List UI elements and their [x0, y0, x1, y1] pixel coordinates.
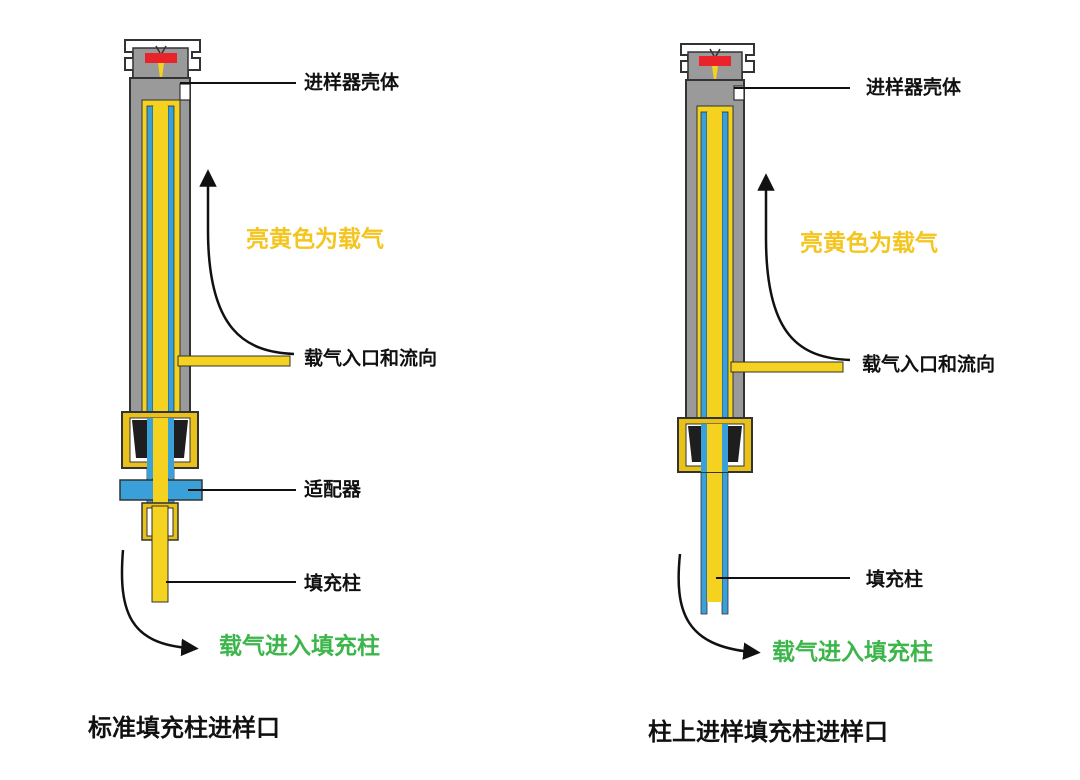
- right-column-nut: [677, 417, 753, 473]
- left-gas-into-column-label: 载气进入填充柱: [219, 633, 380, 660]
- left-caption: 标准填充柱进样口: [88, 714, 280, 742]
- right-caption: 柱上进样填充柱进样口: [648, 718, 888, 746]
- left-flow-into-column-arrow: [120, 549, 199, 657]
- right-flow-into-column-arrow: [677, 553, 761, 660]
- left-packed-column: [141, 502, 179, 603]
- right-housing-label: 进样器壳体: [866, 76, 962, 99]
- left-packed-column-label: 填充柱: [304, 572, 362, 595]
- left-housing-label: 进样器壳体: [304, 71, 400, 94]
- left-adapter: [119, 474, 203, 506]
- right-carrier-inlet-label: 载气入口和流向: [862, 353, 996, 376]
- standard-packed-inlet: [119, 39, 296, 657]
- right-flow-up-arrow: [757, 173, 851, 362]
- right-carrier-color-note: 亮黄色为载气: [800, 230, 938, 257]
- left-carrier-inlet-label: 载气入口和流向: [304, 347, 438, 370]
- left-inlet-housing: [129, 77, 291, 517]
- left-top-fitting: [124, 39, 201, 79]
- right-top-fitting: [680, 43, 755, 81]
- left-column-nut: [121, 411, 199, 478]
- right-packed-column-label: 填充柱: [866, 568, 924, 591]
- right-septum: [699, 56, 731, 66]
- left-flow-up-arrow: [199, 169, 295, 356]
- left-carrier-color-note: 亮黄色为载气: [246, 226, 384, 253]
- right-inlet-housing: [685, 79, 844, 615]
- left-septum: [145, 53, 177, 63]
- right-gas-into-column-label: 载气进入填充柱: [772, 639, 933, 666]
- left-adapter-label: 适配器: [304, 478, 362, 501]
- on-column-packed-inlet: [677, 43, 851, 660]
